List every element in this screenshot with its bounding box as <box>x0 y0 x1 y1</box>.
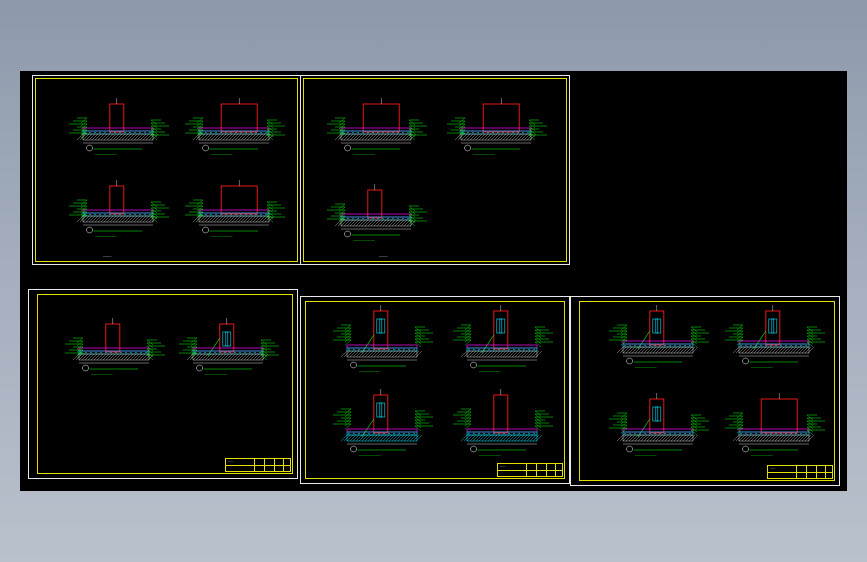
section-detail-drawing <box>453 389 553 453</box>
detail-s1-4[interactable]: ———————— <box>185 180 285 242</box>
sheet-4-frame <box>305 301 565 479</box>
detail-s2-2[interactable]: ———————— <box>447 98 547 160</box>
sheet-2-title: ———— <box>379 254 388 258</box>
sheet-5-title-block: ——— <box>767 465 833 479</box>
detail-caption: ———————— <box>635 365 657 370</box>
detail-caption: ———————— <box>211 152 233 157</box>
sheet-1-frame <box>35 78 298 262</box>
sheet-4-title-block: ——— <box>497 463 563 477</box>
detail-caption: ———————— <box>479 453 501 458</box>
drawing-sheet-2[interactable]: ———————— ———————— ———————— ———— <box>300 75 570 265</box>
section-detail-drawing <box>179 318 279 372</box>
detail-s5-1[interactable]: ———————— <box>609 305 709 373</box>
detail-caption: ———————— <box>211 234 233 239</box>
drawing-sheet-5[interactable]: ———————— ———————— ———————— ———————— ——— <box>570 296 840 486</box>
section-detail-drawing <box>725 393 825 453</box>
detail-caption: ———————— <box>95 152 117 157</box>
drawing-sheet-4[interactable]: ———————— ———————— ———————— ———————— ——— <box>300 296 570 484</box>
detail-caption: ———————— <box>353 238 375 243</box>
detail-s2-3[interactable]: ———————— <box>327 184 427 246</box>
section-detail-drawing <box>69 180 169 234</box>
sheet-1-title: ———— <box>103 254 112 258</box>
sheet-3-frame <box>37 294 293 474</box>
detail-s5-4[interactable]: ———————— <box>725 393 825 461</box>
section-detail-drawing <box>185 180 285 234</box>
detail-caption: ———————— <box>751 365 773 370</box>
detail-s5-2[interactable]: ———————— <box>725 305 825 373</box>
drawing-sheet-1[interactable]: ———————— ———————— ———————— ———————— ———— <box>32 75 301 265</box>
detail-caption: ———————— <box>205 372 227 377</box>
section-detail-drawing <box>65 318 165 372</box>
detail-caption: ———————— <box>473 152 495 157</box>
section-detail-drawing <box>327 98 427 152</box>
section-detail-drawing <box>725 305 825 365</box>
detail-s5-3[interactable]: ———————— <box>609 393 709 461</box>
sheet-3-title-block: ——— <box>225 458 291 472</box>
detail-s1-2[interactable]: ———————— <box>185 98 285 160</box>
detail-caption: ———————— <box>635 453 657 458</box>
detail-caption: ———————— <box>91 372 113 377</box>
detail-s1-1[interactable]: ———————— <box>69 98 169 160</box>
cad-model-viewport[interactable]: ———————— ———————— ———————— ———————— ————… <box>20 71 847 491</box>
sheet-2-frame <box>303 78 567 262</box>
detail-caption: ———————— <box>479 369 501 374</box>
section-detail-drawing <box>447 98 547 152</box>
section-detail-drawing <box>185 98 285 152</box>
section-detail-drawing <box>609 393 709 453</box>
detail-caption: ———————— <box>353 152 375 157</box>
detail-s2-1[interactable]: ———————— <box>327 98 427 160</box>
detail-s3-2[interactable]: ———————— <box>179 318 279 380</box>
section-detail-drawing <box>333 305 433 369</box>
detail-caption: ———————— <box>359 369 381 374</box>
detail-s1-3[interactable]: ———————— <box>69 180 169 242</box>
drawing-sheet-3[interactable]: ———————— ———————— ——— <box>28 289 298 479</box>
detail-s4-1[interactable]: ———————— <box>333 305 433 377</box>
detail-caption: ———————— <box>751 453 773 458</box>
section-detail-drawing <box>609 305 709 365</box>
section-detail-drawing <box>333 389 433 453</box>
section-detail-drawing <box>69 98 169 152</box>
detail-s3-1[interactable]: ———————— <box>65 318 165 380</box>
detail-s4-4[interactable]: ———————— <box>453 389 553 461</box>
sheet-5-frame <box>579 301 835 481</box>
detail-caption: ———————— <box>95 234 117 239</box>
section-detail-drawing <box>327 184 427 238</box>
detail-caption: ———————— <box>359 453 381 458</box>
detail-s4-2[interactable]: ———————— <box>453 305 553 377</box>
detail-s4-3[interactable]: ———————— <box>333 389 433 461</box>
section-detail-drawing <box>453 305 553 369</box>
